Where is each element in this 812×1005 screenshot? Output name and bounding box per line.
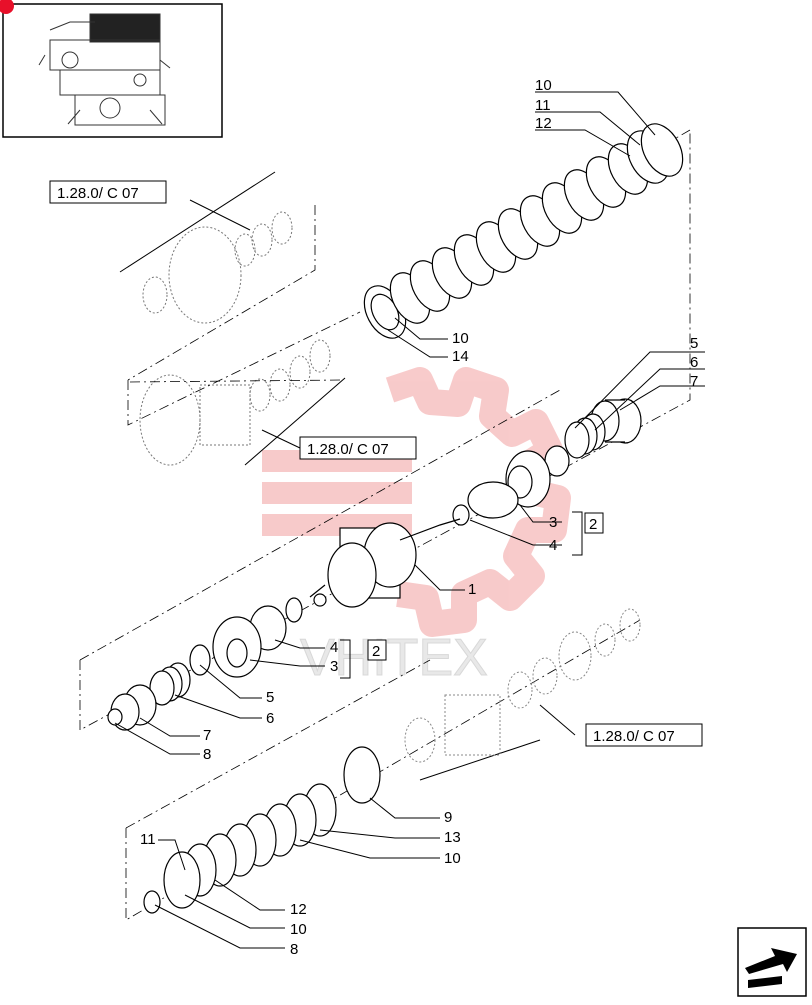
ref-box-bottom[interactable]: 1.28.0/ C 07 (585, 723, 703, 747)
callout-7-right: 7 (690, 373, 698, 390)
callout-8-bottom: 8 (290, 941, 298, 958)
right-side-parts (309, 398, 642, 608)
callout-7-left: 7 (203, 727, 211, 744)
badge-icon (0, 0, 14, 14)
callout-3-right: 3 (549, 514, 557, 531)
callout-13: 13 (444, 829, 461, 846)
watermark-text: VHITEX (300, 629, 488, 687)
callout-5-right: 5 (690, 335, 698, 352)
next-page-arrow-icon[interactable] (737, 927, 807, 997)
callout-12-bottom: 12 (290, 901, 307, 918)
callout-4-right: 4 (549, 537, 557, 554)
ref-box-mid[interactable]: 1.28.0/ C 07 (299, 436, 417, 460)
lower-right-gear-train (404, 608, 641, 763)
callout-6-right: 6 (690, 354, 698, 371)
tractor-transmission-thumbnail (38, 13, 171, 126)
kit-box-left[interactable]: 2 (367, 639, 387, 661)
lower-clutch-pack (143, 746, 381, 914)
upper-frame-lines (79, 130, 691, 921)
ref-label-mid: 1.28.0/ C 07 (307, 441, 389, 458)
ref-leaders (119, 171, 576, 781)
callout-8-left: 8 (203, 746, 211, 763)
upper-clutch-pack (363, 123, 691, 339)
callout-12-top: 12 (535, 115, 552, 132)
svg-text:2: 2 (589, 516, 597, 533)
svg-text:2: 2 (372, 643, 380, 660)
callout-5-left: 5 (266, 689, 274, 706)
callout-4-left: 4 (330, 639, 338, 656)
callout-10-mid: 10 (452, 330, 469, 347)
kit-box-right[interactable]: 2 (584, 512, 604, 534)
callout-10-top: 10 (535, 77, 552, 94)
upper-left-gear-train (139, 211, 331, 466)
callout-10-bottom: 10 (444, 850, 461, 867)
left-side-parts (107, 597, 303, 731)
callout-leaders (114, 91, 705, 949)
callout-1: 1 (468, 581, 476, 598)
ref-label-top: 1.28.0/ C 07 (57, 185, 139, 202)
callout-9: 9 (444, 809, 452, 826)
callout-11-top: 11 (535, 97, 551, 114)
callout-11-bottom: 11 (140, 831, 156, 848)
ref-box-top[interactable]: 1.28.0/ C 07 (49, 180, 167, 204)
callout-10-bottom-b: 10 (290, 921, 307, 938)
callout-14: 14 (452, 348, 469, 365)
ref-label-bottom: 1.28.0/ C 07 (593, 728, 675, 745)
callout-labels: 10 11 12 10 14 5 6 7 3 4 1 4 3 5 6 7 8 9… (140, 77, 698, 958)
thumbnail-frame (0, 0, 223, 138)
callout-3-left: 3 (330, 658, 338, 675)
callout-6-left: 6 (266, 710, 274, 727)
